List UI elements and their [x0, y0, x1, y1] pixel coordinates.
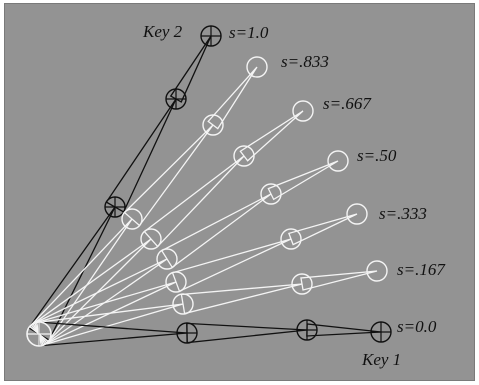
- interpolation-diagram: Key 2 Key 1 s=1.0 s=.833 s=.667 s=.50 s=…: [5, 4, 474, 380]
- joint-1-s-0-167: [172, 293, 194, 315]
- end-effector-s-0-833: [246, 56, 268, 78]
- joint-1-s-0-667: [140, 228, 162, 250]
- segment-3-s-0-667: [239, 110, 304, 162]
- joint-1-s-0-50: [156, 248, 178, 270]
- s-label-0-667: s=.667: [323, 94, 372, 113]
- segment-2-s-0-50: [160, 193, 272, 269]
- s-label-0-833: s=.833: [281, 52, 329, 71]
- s-label-1-0: s=1.0: [229, 23, 269, 42]
- key2-label: Key 2: [142, 22, 183, 41]
- segment-3-s-0-50: [267, 160, 339, 201]
- s-label-0-167: s=.167: [397, 260, 446, 279]
- root-joint: [26, 321, 52, 347]
- joint-2-s-0-667: [233, 145, 255, 167]
- s-label-0-0: s=0.0: [397, 317, 437, 336]
- end-effector-s-0-167: [366, 260, 388, 282]
- segment-2-s-0-167: [180, 283, 303, 315]
- s-label-0-50: s=.50: [357, 146, 397, 165]
- s-label-0-333: s=.333: [379, 204, 427, 223]
- end-effector-s-0-50: [327, 150, 349, 172]
- limb-chains: [27, 25, 392, 347]
- diagram-panel: Key 2 Key 1 s=1.0 s=.833 s=.667 s=.50 s=…: [4, 3, 475, 381]
- segment-3-s-0-333: [288, 213, 358, 246]
- limb-chain-s-0-167: [35, 260, 388, 347]
- joint-1-s-0-333: [165, 271, 187, 293]
- joint-2-s-0-50: [260, 183, 282, 205]
- end-effector-s-0-667: [292, 100, 314, 122]
- joint-1-s-0-833: [121, 208, 143, 230]
- segment-2-s-0-833: [123, 124, 214, 227]
- segment-3-s-0-167: [300, 270, 378, 291]
- segment-3-s-0-833: [207, 66, 258, 130]
- segment-2-s-0-667: [143, 155, 245, 248]
- joint-2-s-0-333: [280, 228, 302, 250]
- segment-2-s-0-333: [171, 238, 292, 293]
- key1-label: Key 1: [361, 350, 401, 369]
- joint-2-s-0-167: [291, 273, 313, 295]
- joint-2-s-0-833: [202, 114, 224, 136]
- end-effector-s-0-333: [346, 203, 368, 225]
